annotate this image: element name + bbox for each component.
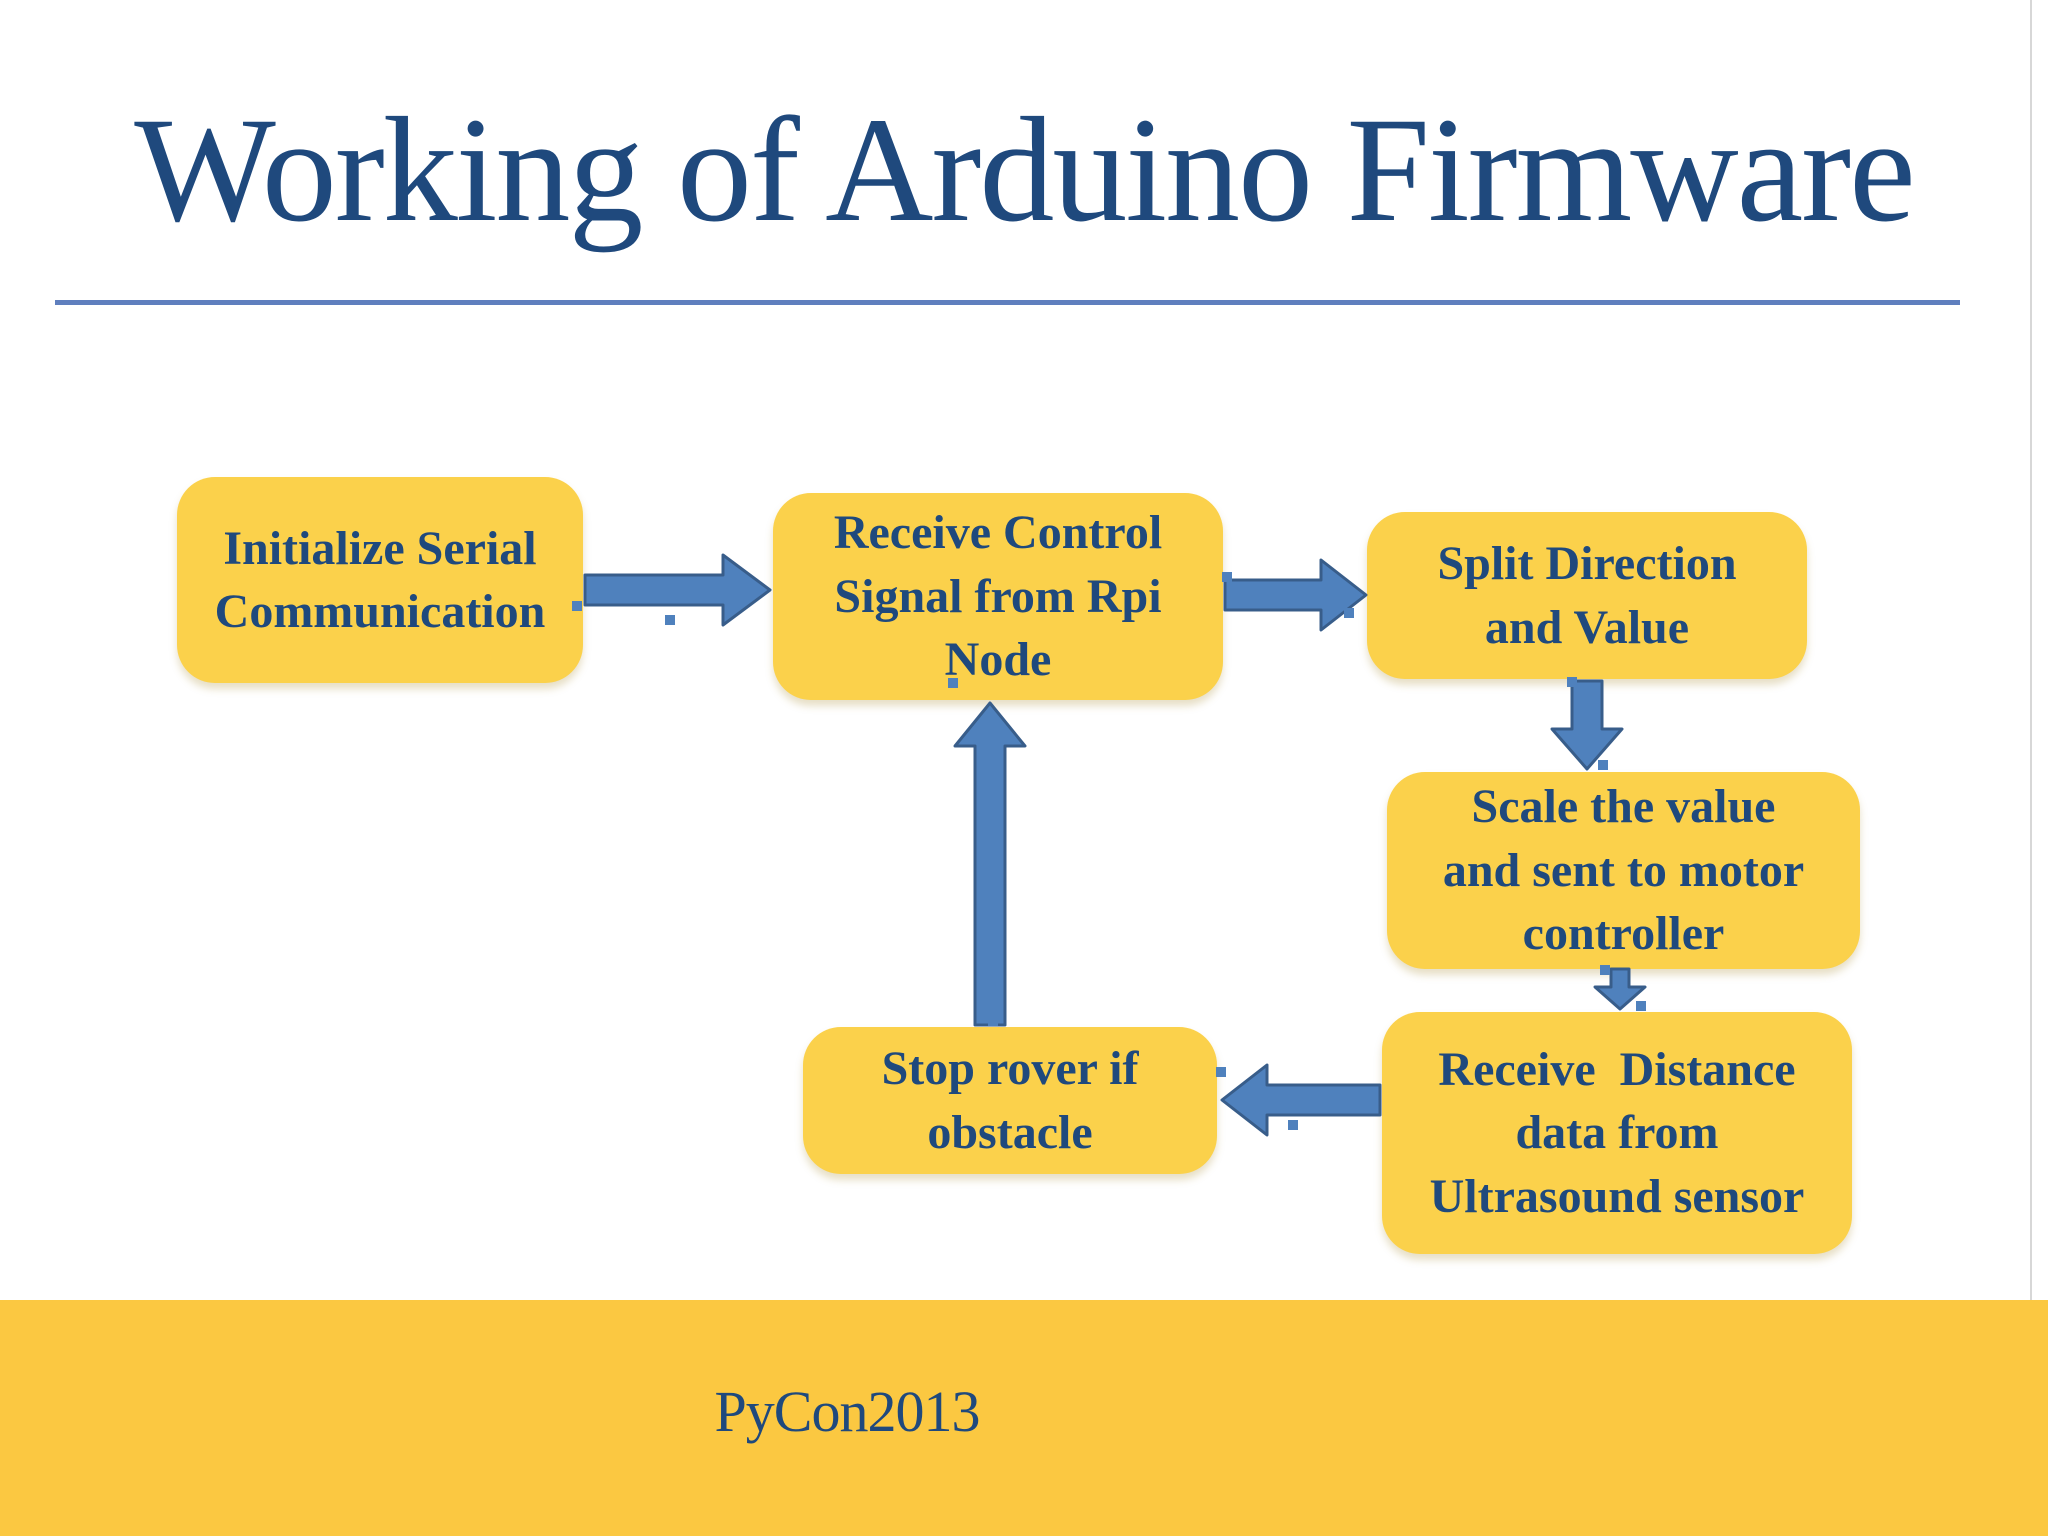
flow-node-scale-value: Scale the value and sent to motor contro… — [1387, 772, 1860, 969]
connector-dot — [665, 615, 675, 625]
flow-node-receive-distance: Receive Distance data from Ultrasound se… — [1382, 1012, 1852, 1254]
footer-bar: PyCon2013 — [0, 1300, 2048, 1536]
flow-node-label: Initialize Serial Communication — [214, 521, 546, 638]
connector-dot — [1600, 965, 1610, 975]
arrow-left-distance-to-stop-icon — [1220, 1063, 1382, 1137]
connector-dot — [1636, 1001, 1646, 1011]
flow-node-label: Receive Control Signal from Rpi Node — [833, 506, 1163, 687]
flow-node-label: Split Direction and Value — [1437, 537, 1737, 654]
flow-node-label: Scale the value and sent to motor contro… — [1442, 780, 1805, 961]
footer-text: PyCon2013 — [714, 1379, 981, 1444]
slide-right-edge-line — [2030, 0, 2032, 1300]
flow-node-stop-rover: Stop rover if obstacle — [803, 1027, 1217, 1174]
connector-dot — [1567, 677, 1577, 687]
flow-node-label: Stop rover if obstacle — [881, 1042, 1139, 1159]
arrow-down-scale-to-distance-icon — [1593, 967, 1647, 1011]
connector-dot — [988, 1016, 998, 1026]
connector-dot — [1216, 1067, 1226, 1077]
flow-node-label: Receive Distance data from Ultrasound se… — [1429, 1042, 1805, 1223]
connector-dot — [1222, 572, 1232, 582]
connector-dot — [1598, 760, 1608, 770]
title-underline — [55, 300, 1960, 305]
slide-title: Working of Arduino Firmware — [134, 87, 1915, 253]
flow-node-initialize-serial: Initialize Serial Communication — [177, 477, 583, 683]
connector-dot — [1344, 608, 1354, 618]
flow-node-receive-control: Receive Control Signal from Rpi Node — [773, 493, 1223, 700]
arrow-right-init-to-receive-control-icon — [583, 553, 772, 627]
arrow-down-split-to-scale-icon — [1550, 679, 1624, 771]
connector-dot — [1288, 1120, 1298, 1130]
arrow-up-stop-to-receive-control-icon — [953, 701, 1027, 1027]
arrow-right-receive-control-to-split-icon — [1223, 558, 1368, 632]
connector-dot — [572, 601, 582, 611]
connector-dot — [948, 678, 958, 688]
flow-node-split-direction: Split Direction and Value — [1367, 512, 1807, 679]
